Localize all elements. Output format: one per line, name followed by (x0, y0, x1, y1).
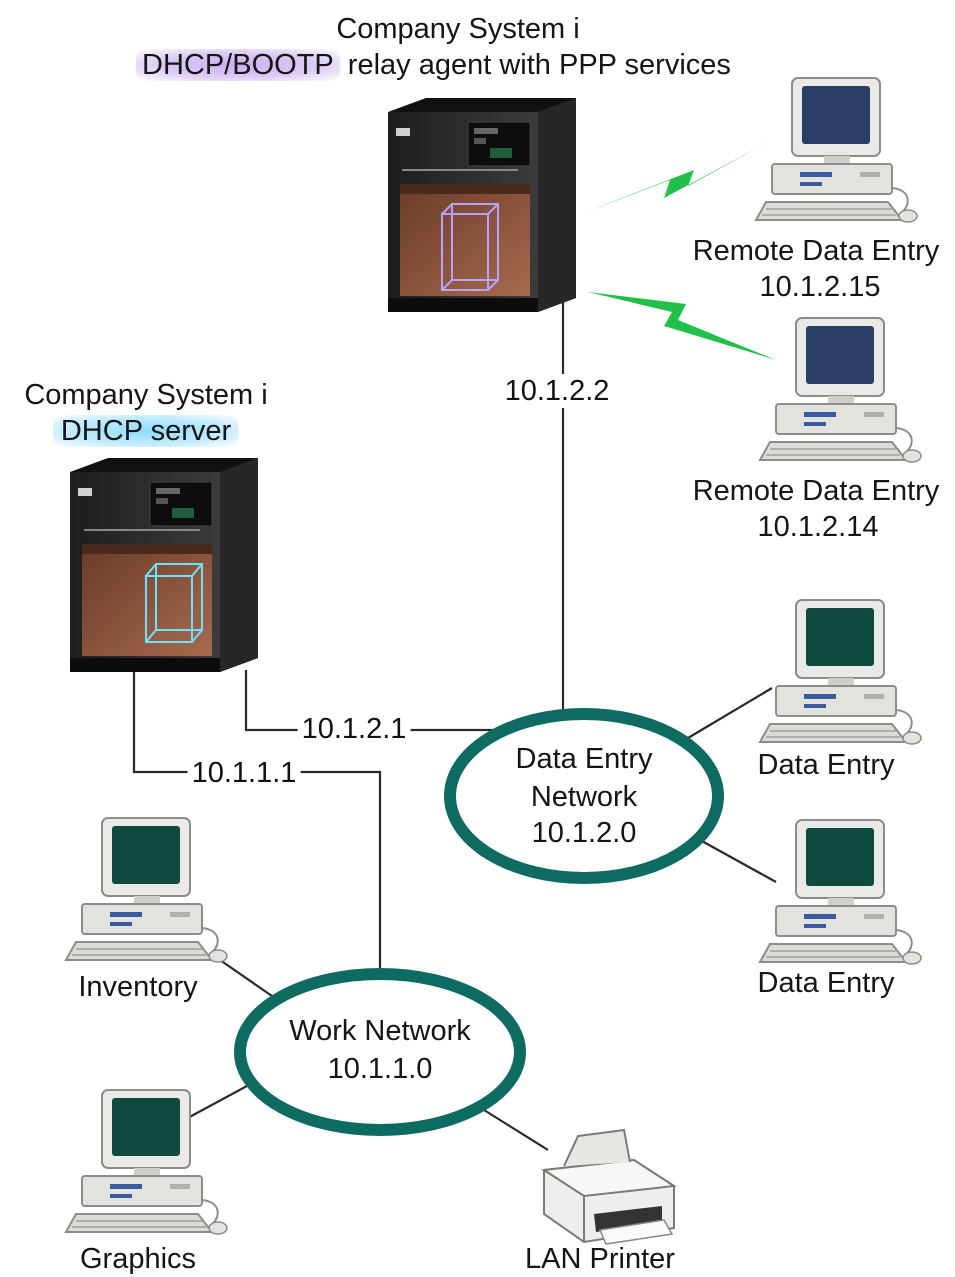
work-network-to-graphics-line (183, 1079, 259, 1121)
dhcp-system-title: Company System i (24, 379, 268, 411)
data-entry-computer-icon (759, 599, 922, 745)
dhcp-system-subtitle: DHCP server (52, 414, 240, 448)
relay-system-subtitle: DHCP/BOOTP relay agent with PPP services (136, 48, 731, 82)
remote-data-entry-computer-icon (755, 77, 918, 223)
work-network-to-inventory-line (219, 959, 273, 997)
dhcp-server-icon (69, 457, 259, 673)
data-network-to-data-entry-1-line (687, 687, 773, 739)
relay-server-icon (387, 97, 577, 313)
graphics-label: Graphics (79, 1243, 197, 1275)
relay-subtitle-rest: relay agent with PPP services (339, 49, 731, 81)
inventory-label: Inventory (78, 971, 198, 1003)
data-network-label-line2: Network (530, 781, 638, 813)
relay-highlight-label: DHCP/BOOTP (136, 49, 340, 81)
dhcp-highlight-label: DHCP server (52, 415, 240, 447)
lan-printer-label: LAN Printer (525, 1243, 675, 1275)
data-entry-network-ring (444, 708, 724, 884)
remote-client-ip: 10.1.2.14 (757, 511, 879, 543)
remote-client-name: Remote Data Entry (692, 475, 940, 507)
data-entry-label: Data Entry (757, 749, 895, 781)
server-to-data-network-line (244, 670, 500, 732)
data-entry-label: Data Entry (757, 967, 895, 999)
remote-client-ip: 10.1.2.15 (759, 271, 881, 303)
data-network-to-data-entry-2-line (699, 839, 777, 883)
remote-data-entry-computer-icon (759, 317, 922, 463)
server-work-net-ip-label: 10.1.1.1 (187, 756, 301, 790)
relay-ip-label: 10.1.2.2 (500, 374, 614, 408)
lightning-link-15-icon (586, 140, 772, 212)
graphics-computer-icon (65, 1089, 228, 1235)
work-network-label: Work Network (289, 1015, 471, 1047)
lightning-link-14-icon (588, 292, 776, 360)
inventory-computer-icon (65, 817, 228, 963)
work-network-address: 10.1.1.0 (327, 1053, 433, 1085)
work-network-to-printer-line (483, 1109, 549, 1151)
remote-client-name: Remote Data Entry (692, 235, 940, 267)
server-data-net-ip-label: 10.1.2.1 (297, 712, 411, 746)
data-network-label-line1: Data Entry (515, 743, 653, 775)
ppp-links (586, 140, 776, 360)
data-entry-computer-icon (759, 819, 922, 965)
lan-printer-icon (543, 1129, 675, 1245)
work-network-ring (234, 968, 526, 1136)
relay-system-title: Company System i (336, 13, 580, 45)
data-network-address: 10.1.2.0 (531, 817, 637, 849)
